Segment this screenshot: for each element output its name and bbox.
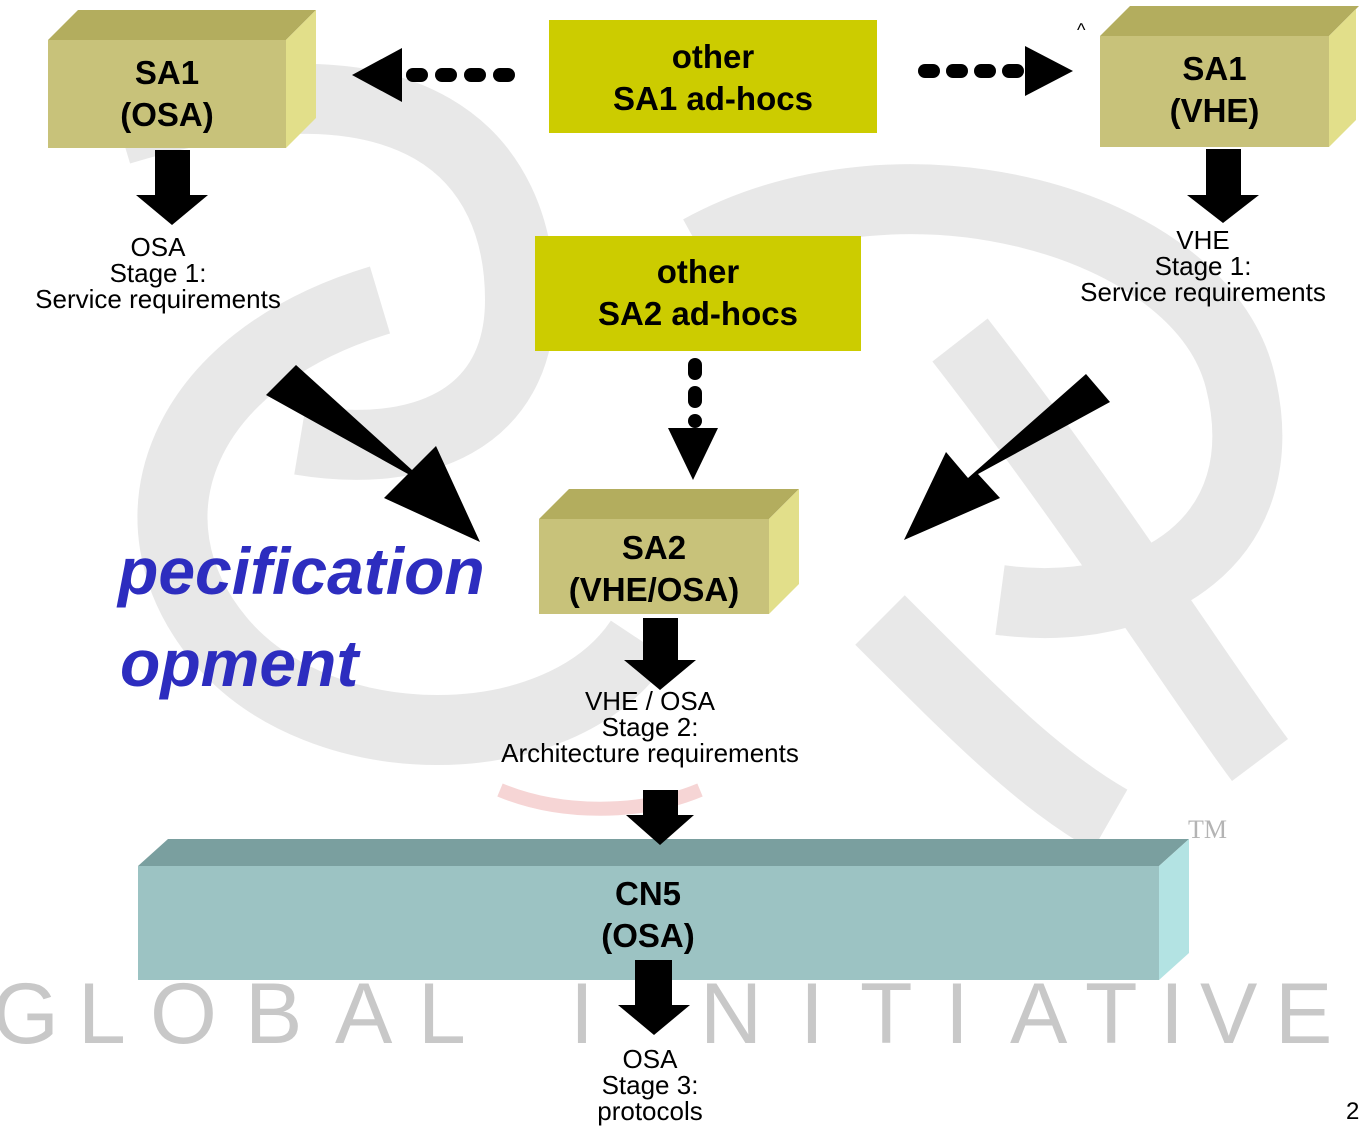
caption-line: Service requirements	[35, 284, 281, 314]
other-sa1-line1: other	[671, 38, 755, 75]
sa1-vhe-label: SA1 (VHE)	[1100, 48, 1329, 132]
wm-letter: N	[700, 966, 763, 1062]
sa1-vhe-box	[1100, 6, 1359, 147]
wm-letter: T	[860, 966, 913, 1062]
wm-letter: E	[1275, 966, 1333, 1062]
caption-line: VHE / OSA	[584, 686, 716, 716]
caption-line: OSA	[130, 232, 186, 262]
cn5-label: CN5 (OSA)	[548, 873, 748, 957]
sa1-osa-box	[48, 10, 316, 148]
arrow-down-sa1-osa	[136, 150, 208, 225]
wm-letter: L	[418, 966, 466, 1062]
sa2-line2: (VHE/OSA)	[568, 571, 740, 608]
diagonal-arrow-left	[266, 365, 480, 542]
vhe-stage1-caption: VHE Stage 1: Service requirements	[1050, 227, 1356, 305]
wm-letter: I	[570, 966, 594, 1062]
other-sa1-adhocs-box	[549, 20, 877, 133]
wm-letter: L	[78, 966, 126, 1062]
caption-line: OSA	[622, 1044, 678, 1074]
trademark-mark: TM	[1188, 815, 1227, 844]
wm-letter: B	[245, 966, 303, 1062]
other-sa1-label: other SA1 ad-hocs	[549, 36, 877, 120]
other-sa2-line2: SA2 ad-hocs	[598, 295, 798, 332]
stage2-caption: VHE / OSA Stage 2: Architecture requirem…	[460, 688, 840, 766]
wm-letter: I	[1160, 966, 1184, 1062]
logo-watermark	[109, 63, 1289, 851]
sa1-osa-line2: (OSA)	[120, 96, 214, 133]
cn5-line1: CN5	[614, 875, 682, 912]
sa2-box	[539, 489, 799, 614]
wm-letter: I	[945, 966, 969, 1062]
other-sa1-line2: SA1 ad-hocs	[613, 80, 813, 117]
stage3-caption: OSA Stage 3: protocols	[560, 1046, 740, 1124]
caption-line: Architecture requirements	[501, 738, 799, 768]
caption-line: Stage 3:	[601, 1070, 699, 1100]
caption-line: Service requirements	[1080, 277, 1326, 307]
dashed-arrow-left	[352, 48, 515, 102]
arrow-down-cn5	[618, 960, 690, 1035]
wm-letter: O	[150, 966, 217, 1062]
title-line-1: pecification	[118, 534, 485, 608]
title-line-2: opment	[120, 626, 359, 700]
sa2-line1: SA2	[621, 529, 687, 566]
other-sa2-line1: other	[656, 253, 740, 290]
wm-letter: V	[1200, 966, 1258, 1062]
caption-line: Stage 2:	[601, 712, 699, 742]
dashed-arrow-down	[668, 358, 718, 480]
caret-mark: ^	[1077, 20, 1086, 40]
caption-line: protocols	[597, 1096, 703, 1126]
other-sa2-label: other SA2 ad-hocs	[535, 251, 861, 335]
wm-letter: I	[800, 966, 824, 1062]
cn5-line2: (OSA)	[601, 917, 695, 954]
caption-line: VHE	[1176, 225, 1230, 255]
other-sa2-adhocs-box	[535, 236, 861, 351]
wm-letter: A	[335, 966, 393, 1062]
sa1-osa-line1: SA1	[134, 54, 200, 91]
arrow-down-sa1-vhe	[1187, 149, 1259, 223]
arrow-down-to-cn5	[626, 790, 694, 845]
caption-line: Stage 1:	[109, 258, 207, 288]
wm-letter: G	[0, 966, 59, 1062]
dashed-arrow-right	[918, 46, 1073, 96]
caption-line: Stage 1:	[1154, 251, 1252, 281]
arrow-down-sa2	[624, 618, 696, 690]
page-number: 2	[1346, 1098, 1359, 1125]
wm-letter: T	[1085, 966, 1138, 1062]
sa2-label: SA2 (VHE/OSA)	[539, 527, 769, 611]
sa1-vhe-line2: (VHE)	[1169, 92, 1260, 129]
wm-letter: A	[1010, 966, 1068, 1062]
osa-stage1-caption: OSA Stage 1: Service requirements	[0, 234, 316, 312]
sa1-vhe-line1: SA1	[1182, 50, 1247, 87]
diagonal-arrow-right	[904, 374, 1110, 540]
sa1-osa-label: SA1 (OSA)	[48, 52, 286, 136]
